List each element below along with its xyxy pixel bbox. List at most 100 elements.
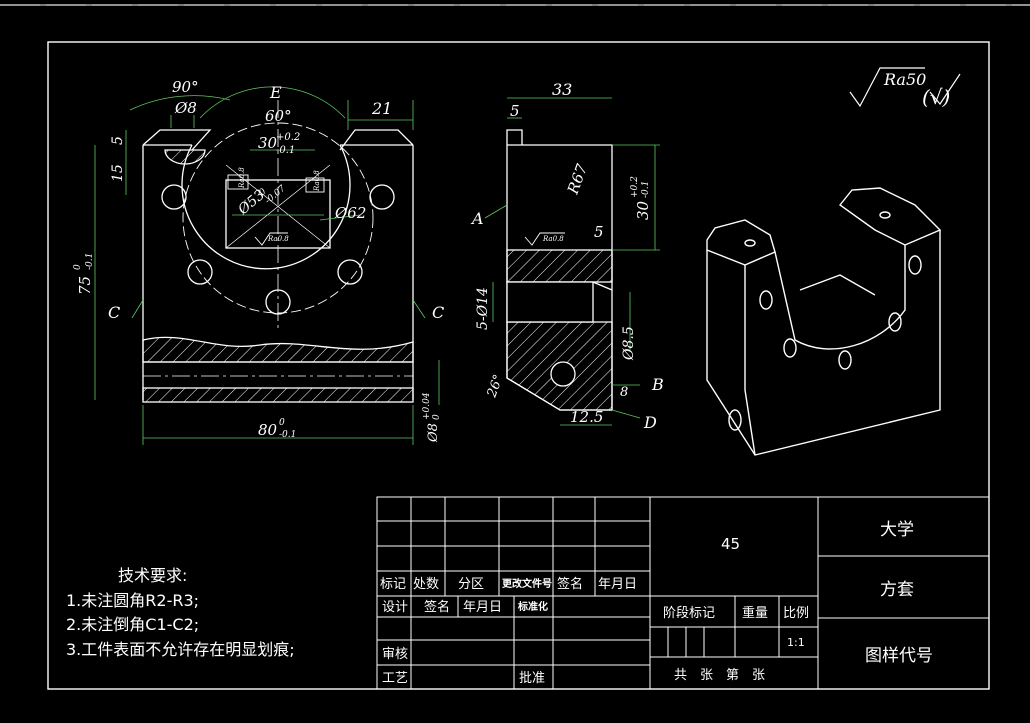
tb-standardization: 标准化	[517, 600, 548, 613]
label-side-30: 30	[634, 200, 652, 220]
label-d8-bottom-tol0: 0	[432, 414, 442, 420]
label-15: 15	[110, 164, 126, 182]
tb-weight: 重量	[742, 605, 768, 621]
hole-1	[187, 259, 213, 285]
iso-left-top-block	[706, 219, 776, 266]
tb-col-count: 处数	[413, 577, 439, 592]
iso-front-edge	[744, 265, 756, 456]
front-bottom-hatch	[142, 387, 414, 403]
label-d53-tol: -0.07	[264, 184, 288, 207]
label-d8-bottom: Ø8	[426, 423, 441, 443]
tb-design-sign: 签名	[424, 599, 450, 615]
title-block	[376, 496, 990, 690]
tb-approve: 批准	[519, 671, 545, 686]
label-75-tol: -0.1	[85, 253, 95, 270]
hole-2	[337, 259, 363, 285]
ra-box-1	[227, 174, 249, 190]
side-top-tab	[506, 129, 523, 145]
ra-mark-3	[254, 232, 288, 246]
dim-arc-90	[129, 95, 231, 111]
label-D: D	[643, 413, 657, 432]
ra-mark-side	[524, 232, 565, 246]
label-side-ra: Ra0.8	[542, 235, 564, 243]
label-33: 33	[552, 80, 572, 99]
roughness-small-check	[929, 73, 961, 106]
side-cross-hole	[550, 361, 576, 387]
tb-col-change-doc: 更改文件号	[502, 577, 552, 590]
side-bore-step	[592, 281, 613, 291]
isometric-view	[706, 187, 942, 456]
roughness-labels: Ra50 (√)	[883, 70, 950, 109]
label-C-left: C	[108, 303, 120, 322]
tb-school: 大学	[880, 520, 914, 540]
dim-arc-60	[199, 86, 346, 119]
label-12-5: 12.5	[570, 408, 603, 426]
iso-u-curve	[774, 245, 906, 350]
label-side-30-tol-up: +0.2	[630, 176, 640, 198]
tech-req-item: 3.工件表面不允许存在明显划痕;	[66, 640, 295, 659]
label-d8-bottom-tol: +0.04	[422, 392, 432, 420]
iso-right-top-block	[838, 187, 942, 246]
tech-req-item: 1.未注圆角R2-R3;	[66, 591, 199, 610]
side-dimensions	[484, 97, 660, 426]
label-75: 75	[76, 276, 94, 295]
label-60: 60°	[265, 107, 292, 125]
iso-top-hole-2	[879, 211, 891, 219]
label-75-tol0: 0	[73, 264, 83, 270]
iso-hole-1	[728, 409, 742, 431]
label-26: 26°	[484, 373, 506, 401]
label-side-5: 5	[510, 102, 520, 120]
tb-col-zone: 分区	[458, 577, 484, 592]
label-side-30-tol-dn: -0.1	[641, 181, 651, 198]
label-5: 5	[110, 136, 126, 145]
label-R67: R67	[564, 161, 592, 197]
tb-drawing-code: 图样代号	[865, 646, 933, 666]
label-5-d14: 5-Ø14	[475, 287, 491, 330]
roughness-ra50: Ra50	[883, 70, 926, 89]
small-ra-marks	[227, 174, 565, 246]
iso-u-bottom	[799, 274, 876, 296]
front-section-wave	[142, 336, 414, 363]
hole-4	[161, 184, 187, 210]
front-u-slot	[181, 144, 351, 270]
tb-design: 设计	[382, 600, 408, 615]
side-hatch-top	[506, 249, 613, 283]
title-block-frame	[376, 496, 990, 690]
side-bore	[506, 281, 594, 323]
label-d62: Ø62	[334, 204, 366, 222]
tb-col-sign: 签名	[557, 576, 583, 592]
tb-stage-mark: 阶段标记	[663, 606, 715, 621]
label-side-5b: 5	[594, 223, 604, 241]
label-d8-5: Ø8.5	[621, 326, 637, 361]
label-ra-small-3: Ra0.8	[267, 235, 289, 243]
tb-sheet-info: 共 张 第 张	[674, 668, 765, 683]
tb-design-date: 年月日	[463, 600, 502, 615]
roughness-check: (√)	[922, 85, 950, 109]
iso-hole-2	[759, 290, 773, 310]
label-ra-small-1: Ra0.8	[238, 167, 246, 189]
tb-material: 45	[721, 535, 740, 553]
leader-A	[484, 204, 508, 219]
title-block-text: 标记 处数 分区 更改文件号 签名 年月日 设计 签名 年月日 标准化 审核 工…	[380, 520, 933, 686]
label-90: 90°	[172, 78, 199, 96]
dim-d62-leader	[319, 214, 361, 221]
tb-col-date: 年月日	[598, 577, 637, 592]
label-side-8: 8	[620, 385, 628, 400]
label-30-tol-up: +0.2	[276, 132, 300, 143]
front-diag-2	[225, 164, 331, 249]
tb-drawing-name: 方套	[880, 580, 914, 600]
roughness-check-mark	[849, 67, 925, 108]
label-80-tol: -0.1	[279, 430, 296, 440]
roughness-symbol	[849, 67, 961, 108]
tb-col-mark: 标记	[380, 577, 406, 592]
hole-5	[369, 184, 395, 210]
leader-C-left	[131, 299, 144, 319]
tb-review: 审核	[382, 647, 408, 662]
iso-top-hole-1	[744, 239, 756, 247]
label-21: 21	[371, 99, 392, 118]
leader-D	[611, 409, 641, 419]
label-C-right: C	[432, 303, 444, 322]
label-30-tol-dn: -0.1	[276, 145, 295, 156]
front-right-top-chamfer	[339, 129, 414, 151]
